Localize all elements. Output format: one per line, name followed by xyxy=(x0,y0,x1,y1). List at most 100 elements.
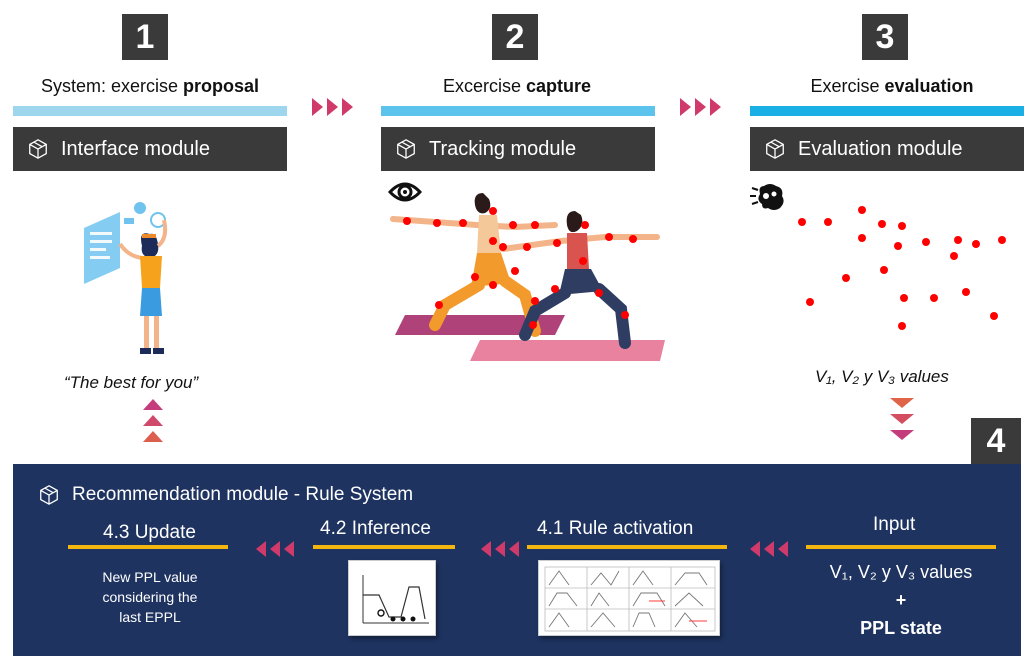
left-arrow-icon xyxy=(764,541,774,557)
rule-activation-thumbnail xyxy=(538,560,720,636)
tracking-point xyxy=(489,237,497,245)
arrow-input-to-activation xyxy=(750,541,788,557)
evaluation-module-box: Evaluation module xyxy=(750,127,1024,171)
evaluation-point xyxy=(898,322,906,330)
tracking-point xyxy=(621,311,629,319)
tracking-point xyxy=(509,221,517,229)
left-arrow-icon xyxy=(284,541,294,557)
tracking-point xyxy=(605,233,613,241)
update-text-line-1: New PPL value xyxy=(102,569,198,585)
input-values: V₁, V₂ y V₃ values xyxy=(829,562,973,582)
left-arrow-icon xyxy=(778,541,788,557)
tracking-point xyxy=(531,297,539,305)
tracking-point xyxy=(489,281,497,289)
recommendation-panel xyxy=(13,464,1021,656)
left-arrow-icon xyxy=(509,541,519,557)
tracking-point xyxy=(499,243,507,251)
eye-icon xyxy=(388,182,422,202)
step-1-bar xyxy=(13,106,287,116)
step-badge-2: 2 xyxy=(492,14,538,60)
evaluation-point xyxy=(900,294,908,302)
yoga-mat-front xyxy=(470,340,665,361)
evaluation-point xyxy=(806,298,814,306)
update-label: 4.3 Update xyxy=(103,522,196,543)
rule-activation-label: 4.1 Rule activation xyxy=(537,518,694,539)
interface-module-box: Interface module xyxy=(13,127,287,171)
rule-grid-icon xyxy=(544,566,716,632)
left-arrow-icon xyxy=(481,541,491,557)
update-text: New PPL value considering the last EPPL xyxy=(90,567,210,627)
up-arrow-icon xyxy=(143,431,163,442)
input-label: Input xyxy=(873,514,916,535)
step-1-title-bold: proposal xyxy=(183,76,260,96)
down-arrow-icon xyxy=(890,430,914,440)
evaluation-point xyxy=(950,252,958,260)
arrow-2-to-3 xyxy=(680,98,721,116)
step-2-title-bold: capture xyxy=(526,76,592,96)
up-arrows xyxy=(143,399,163,442)
right-arrow-icon xyxy=(695,98,706,116)
evaluation-point xyxy=(898,222,906,230)
up-arrow-icon xyxy=(143,415,163,426)
arrow-1-to-2 xyxy=(312,98,353,116)
input-state: PPL state xyxy=(860,618,942,638)
step-badge-3: 3 xyxy=(862,14,908,60)
tracking-point xyxy=(459,219,467,227)
evaluation-point xyxy=(858,206,866,214)
evaluation-point xyxy=(998,236,1006,244)
step-3-title-bold: evaluation xyxy=(884,76,974,96)
evaluation-point xyxy=(954,236,962,244)
step-1-title-prefix: System: exercise xyxy=(40,76,184,96)
evaluation-point xyxy=(962,288,970,296)
interface-illustration xyxy=(84,202,168,354)
step-3-title-prefix: Exercise xyxy=(810,76,885,96)
step-badge-4: 4 xyxy=(971,418,1021,464)
step-1-title: System: exercise proposal xyxy=(18,76,282,97)
step-2-title: Excercise capture xyxy=(385,76,649,97)
tracking-point xyxy=(551,285,559,293)
right-arrow-icon xyxy=(342,98,353,116)
evaluation-point xyxy=(880,266,888,274)
input-line xyxy=(806,545,996,549)
step-2-title-prefix: Excercise xyxy=(442,76,526,96)
inference-thumbnail xyxy=(348,560,436,636)
tracking-point xyxy=(531,221,539,229)
evaluation-point xyxy=(878,220,886,228)
inference-chart-icon xyxy=(362,575,429,624)
interface-module-label: Interface module xyxy=(61,137,210,160)
inference-label: 4.2 Inference xyxy=(320,518,431,539)
interface-caption: “The best for you” xyxy=(64,373,199,392)
evaluation-point xyxy=(972,240,980,248)
evaluation-point xyxy=(858,234,866,242)
tracking-point xyxy=(511,267,519,275)
evaluation-point xyxy=(824,218,832,226)
step-3-title: Exercise evaluation xyxy=(760,76,1024,97)
evaluation-point xyxy=(922,238,930,246)
right-arrow-icon xyxy=(680,98,691,116)
box-icon xyxy=(766,139,784,159)
tracking-module-label: Tracking module xyxy=(429,137,577,160)
evaluation-module-label: Evaluation module xyxy=(798,137,963,160)
arrow-inference-to-update xyxy=(256,541,294,557)
tracking-point xyxy=(629,235,637,243)
tracking-module-box: Tracking module xyxy=(381,127,655,171)
arrow-activation-to-inference xyxy=(481,541,519,557)
tracking-point xyxy=(581,221,589,229)
tracking-point xyxy=(403,217,411,225)
evaluation-point xyxy=(842,274,850,282)
tracking-point xyxy=(489,207,497,215)
inference-line xyxy=(313,545,455,549)
evaluation-point xyxy=(798,218,806,226)
tracking-point xyxy=(435,301,443,309)
box-icon xyxy=(397,139,415,159)
down-arrow-icon xyxy=(890,398,914,408)
tracking-illustration xyxy=(390,193,665,361)
tracking-point xyxy=(553,239,561,247)
recommendation-title: Recommendation module - Rule System xyxy=(72,484,414,505)
tracking-point xyxy=(471,273,479,281)
evaluation-point xyxy=(990,312,998,320)
rule-activation-line xyxy=(527,545,727,549)
tracking-point xyxy=(595,289,603,297)
right-arrow-icon xyxy=(327,98,338,116)
evaluation-points xyxy=(798,206,1006,330)
